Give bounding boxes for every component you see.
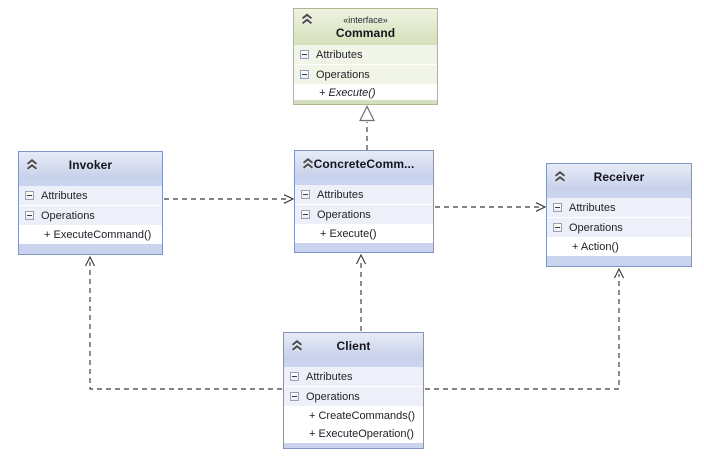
- class-header: Invoker: [19, 152, 162, 178]
- dependency-client-to-concrete[interactable]: [355, 253, 367, 331]
- method-row[interactable]: + ExecuteOperation(): [284, 425, 423, 443]
- box-footer-band: [547, 256, 691, 266]
- operations-label: Operations: [317, 208, 371, 221]
- header-spacer: [284, 359, 423, 367]
- box-footer-band: [19, 244, 162, 254]
- collapse-chevron-icon[interactable]: [290, 340, 304, 353]
- attributes-section[interactable]: Attributes: [294, 45, 437, 65]
- operations-section[interactable]: Operations: [295, 205, 433, 225]
- operations-label: Operations: [316, 68, 370, 81]
- minus-box-icon[interactable]: [290, 372, 299, 381]
- class-box-command[interactable]: «interface» Command Attributes Operation…: [293, 8, 438, 105]
- attributes-section[interactable]: Attributes: [295, 185, 433, 205]
- header-spacer: [19, 178, 162, 186]
- collapse-chevron-icon[interactable]: [553, 171, 567, 184]
- collapse-chevron-icon[interactable]: [301, 158, 315, 171]
- method-row[interactable]: + Execute(): [295, 225, 433, 243]
- class-title: Client: [336, 339, 371, 353]
- attributes-section[interactable]: Attributes: [284, 367, 423, 387]
- operations-label: Operations: [569, 221, 623, 234]
- realization-concrete-to-command[interactable]: [359, 105, 375, 151]
- attributes-label: Attributes: [41, 189, 88, 202]
- method-row[interactable]: + ExecuteCommand(): [19, 226, 162, 244]
- method-label: + Execute(): [320, 228, 377, 240]
- minus-box-icon[interactable]: [553, 203, 562, 212]
- class-box-receiver[interactable]: Receiver Attributes Operations + Action(…: [546, 163, 692, 267]
- minus-box-icon[interactable]: [300, 70, 309, 79]
- minus-box-icon[interactable]: [300, 50, 309, 59]
- attributes-section[interactable]: Attributes: [19, 186, 162, 206]
- header-spacer: [547, 190, 691, 198]
- class-box-concretecommand[interactable]: ConcreteComm... Attributes Operations + …: [294, 150, 434, 253]
- method-label: + ExecuteCommand(): [44, 229, 152, 241]
- operations-section[interactable]: Operations: [284, 387, 423, 407]
- stereotype-label: «interface»: [343, 14, 388, 25]
- box-footer-band: [295, 243, 433, 252]
- box-footer-band: [294, 100, 437, 104]
- header-spacer: [295, 177, 433, 185]
- method-label: + Action(): [572, 241, 619, 253]
- method-row[interactable]: + CreateCommands(): [284, 407, 423, 425]
- operations-label: Operations: [41, 209, 95, 222]
- minus-box-icon[interactable]: [290, 392, 299, 401]
- method-label: + CreateCommands(): [309, 410, 416, 422]
- dependency-invoker-to-concrete[interactable]: [164, 194, 295, 204]
- class-title: Receiver: [593, 170, 645, 184]
- attributes-section[interactable]: Attributes: [547, 198, 691, 218]
- class-title: Invoker: [68, 158, 113, 172]
- box-footer-band: [284, 443, 423, 448]
- operations-label: Operations: [306, 390, 360, 403]
- class-box-client[interactable]: Client Attributes Operations + CreateCom…: [283, 332, 424, 449]
- class-box-invoker[interactable]: Invoker Attributes Operations + ExecuteC…: [18, 151, 163, 255]
- operations-section[interactable]: Operations: [294, 65, 437, 85]
- operations-section[interactable]: Operations: [547, 218, 691, 238]
- minus-box-icon[interactable]: [301, 190, 310, 199]
- collapse-chevron-icon[interactable]: [300, 13, 314, 26]
- class-title: Command: [335, 25, 396, 40]
- class-header: «interface» Command: [294, 9, 437, 45]
- dependency-concrete-to-receiver[interactable]: [435, 202, 547, 212]
- attributes-label: Attributes: [569, 201, 616, 214]
- class-header: Receiver: [547, 164, 691, 190]
- attributes-label: Attributes: [317, 188, 364, 201]
- minus-box-icon[interactable]: [301, 210, 310, 219]
- class-title: ConcreteComm...: [313, 157, 415, 171]
- method-row[interactable]: + Execute(): [294, 85, 437, 100]
- operations-section[interactable]: Operations: [19, 206, 162, 226]
- collapse-chevron-icon[interactable]: [25, 159, 39, 172]
- attributes-label: Attributes: [306, 370, 353, 383]
- method-label: + ExecuteOperation(): [309, 428, 414, 440]
- method-label: + Execute(): [319, 86, 376, 99]
- dependency-client-to-invoker[interactable]: [84, 255, 283, 390]
- dependency-client-to-receiver[interactable]: [425, 267, 625, 390]
- method-row[interactable]: + Action(): [547, 238, 691, 256]
- minus-box-icon[interactable]: [553, 223, 562, 232]
- class-header: Client: [284, 333, 423, 359]
- minus-box-icon[interactable]: [25, 211, 34, 220]
- class-header: ConcreteComm...: [295, 151, 433, 177]
- attributes-label: Attributes: [316, 48, 363, 61]
- minus-box-icon[interactable]: [25, 191, 34, 200]
